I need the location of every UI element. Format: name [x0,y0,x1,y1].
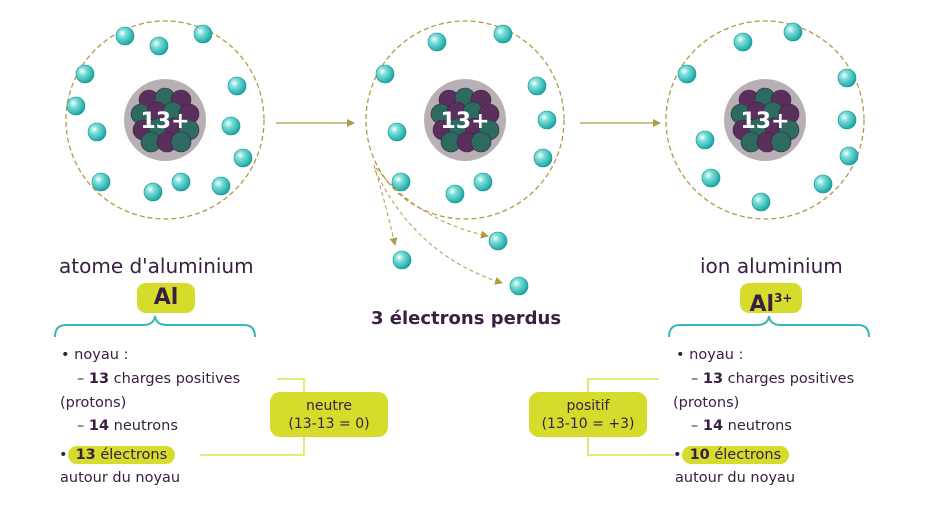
neutron [170,131,192,153]
curly-bracket-right [668,315,870,338]
electron [391,172,411,192]
electron [387,122,407,142]
left-bullet-noyau: • noyau : [61,347,129,363]
atom-shell-3 [665,20,865,220]
electron [66,96,86,116]
connector-right-bottom [587,437,674,456]
lost-electron [392,250,412,270]
left-electrons-line: •13 électrons [59,446,176,464]
left-charge-label: neutre [306,398,352,414]
electron [493,24,513,44]
lost-electron [488,231,508,251]
nucleus-1: 13+ [124,79,206,161]
right-charge-calc: (13-10 = +3) [541,416,635,432]
nucleus-label: 13+ [740,109,789,134]
trajectory-lost-electron-2 [375,167,489,239]
nucleus-label: 13+ [440,109,489,134]
left-symbol: Al [137,283,195,313]
electron [837,110,857,130]
right-symbol: Al3+ [740,283,802,317]
electron [171,172,191,192]
electron [733,32,753,52]
right-electrons-cont: autour du noyau [675,470,796,486]
left-charge-box: neutre (13-13 = 0) [270,392,388,437]
electron [193,24,213,44]
right-title: ion aluminium [700,254,843,278]
right-bullet-noyau: • noyau : [676,347,744,363]
electron [533,148,553,168]
electron [115,26,135,46]
connector-left-top [277,378,305,392]
curly-bracket-left [54,315,256,338]
right-neutrons-line: – 14 neutrons [691,418,792,434]
electron [537,110,557,130]
left-charge-calc: (13-13 = 0) [288,416,370,432]
atom-shell-1 [65,20,265,220]
electron [143,182,163,202]
right-protons-cont: (protons) [673,395,740,411]
left-protons-cont: (protons) [60,395,127,411]
electron [211,176,231,196]
electron [751,192,771,212]
electron [473,172,493,192]
right-charge-box: positif (13-10 = +3) [529,392,647,437]
left-neutrons-line: – 14 neutrons [77,418,178,434]
connector-left-bottom [200,437,305,456]
electron [375,64,395,84]
nucleus-2: 13+ [424,79,506,161]
lost-electron [509,276,529,296]
trajectory-lost-electron-3 [374,169,503,285]
left-electrons-cont: autour du noyau [60,470,181,486]
nucleus-label: 13+ [140,109,189,134]
nucleus-3: 13+ [724,79,806,161]
electron [75,64,95,84]
electron [677,64,697,84]
electron [695,130,715,150]
connector-right-top [587,378,659,392]
electron [427,32,447,52]
right-charge-label: positif [566,398,610,414]
electron [87,122,107,142]
neutron [770,131,792,153]
electron [839,146,859,166]
neutron [470,131,492,153]
electron [221,116,241,136]
electron [91,172,111,192]
electron [233,148,253,168]
electron [227,76,247,96]
left-title: atome d'aluminium [59,254,254,278]
electron [149,36,169,56]
lost-electrons-label: 3 électrons perdus [371,308,562,329]
left-protons-line: – 13 charges positives [77,371,241,387]
right-protons-line: – 13 charges positives [691,371,855,387]
electron [701,168,721,188]
electron [445,184,465,204]
electron [813,174,833,194]
atom-shell-2 [365,20,565,220]
electron [837,68,857,88]
electron [783,22,803,42]
right-electrons-line: •10 électrons [673,446,790,464]
electron [527,76,547,96]
